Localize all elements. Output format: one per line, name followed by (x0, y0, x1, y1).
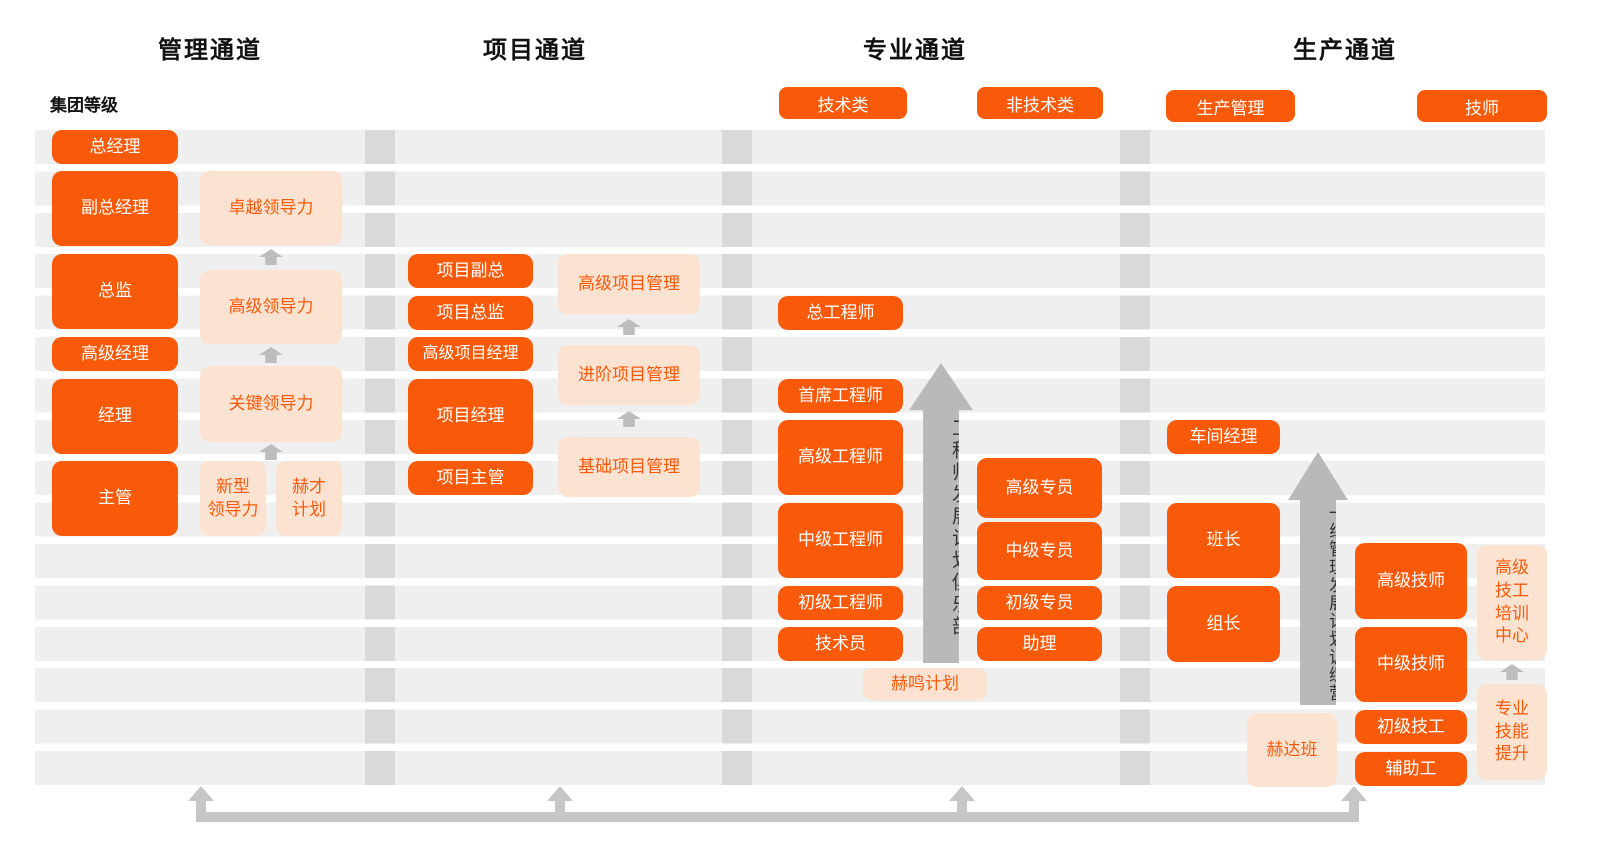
role-box-workshop-manager: 车间经理 (1167, 420, 1280, 454)
bottom-connector-stub (555, 800, 565, 814)
role-box-project-manager: 项目经理 (408, 379, 533, 454)
role-box-intermediate-engineer: 中级工程师 (778, 503, 903, 578)
role-box-principal-engineer: 首席工程师 (778, 379, 903, 413)
program-box-senior-worker-training-center: 高级 技工 培训 中心 (1477, 545, 1547, 660)
program-box-intermediate-project-management: 进阶项目管理 (558, 345, 700, 405)
program-box-advanced-project-management: 高级项目管理 (558, 254, 700, 314)
role-box-squad-leader: 班长 (1167, 503, 1280, 578)
role-box-general-manager: 总经理 (52, 130, 178, 164)
role-box-auxiliary-worker: 辅助工 (1355, 752, 1467, 786)
bottom-connector-stub (957, 800, 967, 814)
role-box-senior-specialist: 高级专员 (977, 458, 1102, 518)
program-box-new-leadership: 新型 领导力 (200, 461, 266, 536)
pill-technical: 技术类 (779, 87, 907, 119)
role-box-manager: 经理 (52, 379, 178, 454)
pill-production-management: 生产管理 (1166, 90, 1295, 122)
role-box-project-director: 项目总监 (408, 296, 533, 330)
role-box-senior-project-manager: 高级项目经理 (408, 337, 533, 371)
program-box-professional-skill-upgrade: 专业 技能 提升 (1477, 684, 1547, 780)
role-box-group-leader: 组长 (1167, 586, 1280, 662)
channel-title-project: 项目通道 (483, 37, 587, 64)
role-box-chief-engineer: 总工程师 (778, 296, 903, 330)
pill-technician: 技师 (1417, 90, 1547, 122)
role-box-director: 总监 (52, 254, 178, 329)
program-box-heming-plan: 赫鸣计划 (863, 668, 987, 700)
bottom-connector-stub (196, 800, 206, 814)
role-box-supervisor: 主管 (52, 461, 178, 536)
role-box-intermediate-technician: 中级技师 (1355, 627, 1467, 702)
up-arrow-icon (1341, 786, 1367, 801)
program-box-heda-class: 赫达班 (1247, 713, 1337, 787)
program-box-key-leadership: 关键领导力 (200, 366, 342, 442)
up-arrow-icon (547, 786, 573, 801)
role-box-junior-worker: 初级技工 (1355, 710, 1467, 744)
pill-non-technical: 非技术类 (977, 87, 1103, 119)
channel-title-production: 生产通道 (1293, 37, 1397, 64)
role-box-senior-technician: 高级技师 (1355, 543, 1467, 619)
bottom-connector-stub (1349, 800, 1359, 814)
group-level-label: 集团等级 (50, 96, 118, 115)
program-box-advanced-leadership: 高级领导力 (200, 270, 342, 344)
up-arrow-icon (188, 786, 214, 801)
program-box-basic-project-management: 基础项目管理 (558, 437, 700, 497)
role-box-junior-specialist: 初级专员 (977, 586, 1102, 620)
role-box-project-vp: 项目副总 (408, 254, 533, 288)
role-box-technician-staff: 技术员 (778, 627, 903, 661)
role-box-senior-manager: 高级经理 (52, 337, 178, 371)
program-box-excellent-leadership: 卓越领导力 (200, 171, 342, 245)
separator-project-professional (722, 130, 752, 786)
role-box-senior-engineer: 高级工程师 (778, 420, 903, 495)
role-box-intermediate-specialist: 中级专员 (977, 522, 1102, 580)
bottom-connector-bar (196, 812, 1359, 822)
up-arrow-icon (949, 786, 975, 801)
program-box-hecai-plan: 赫才 计划 (276, 461, 342, 536)
channel-title-management: 管理通道 (158, 37, 262, 64)
role-box-deputy-general-manager: 副总经理 (52, 171, 178, 246)
channel-title-professional: 专业通道 (863, 37, 967, 64)
separator-management-project (365, 130, 395, 786)
role-box-project-supervisor: 项目主管 (408, 461, 533, 495)
separator-professional-production (1120, 130, 1150, 786)
role-box-junior-engineer: 初级工程师 (778, 586, 903, 620)
role-box-assistant: 助理 (977, 627, 1102, 661)
